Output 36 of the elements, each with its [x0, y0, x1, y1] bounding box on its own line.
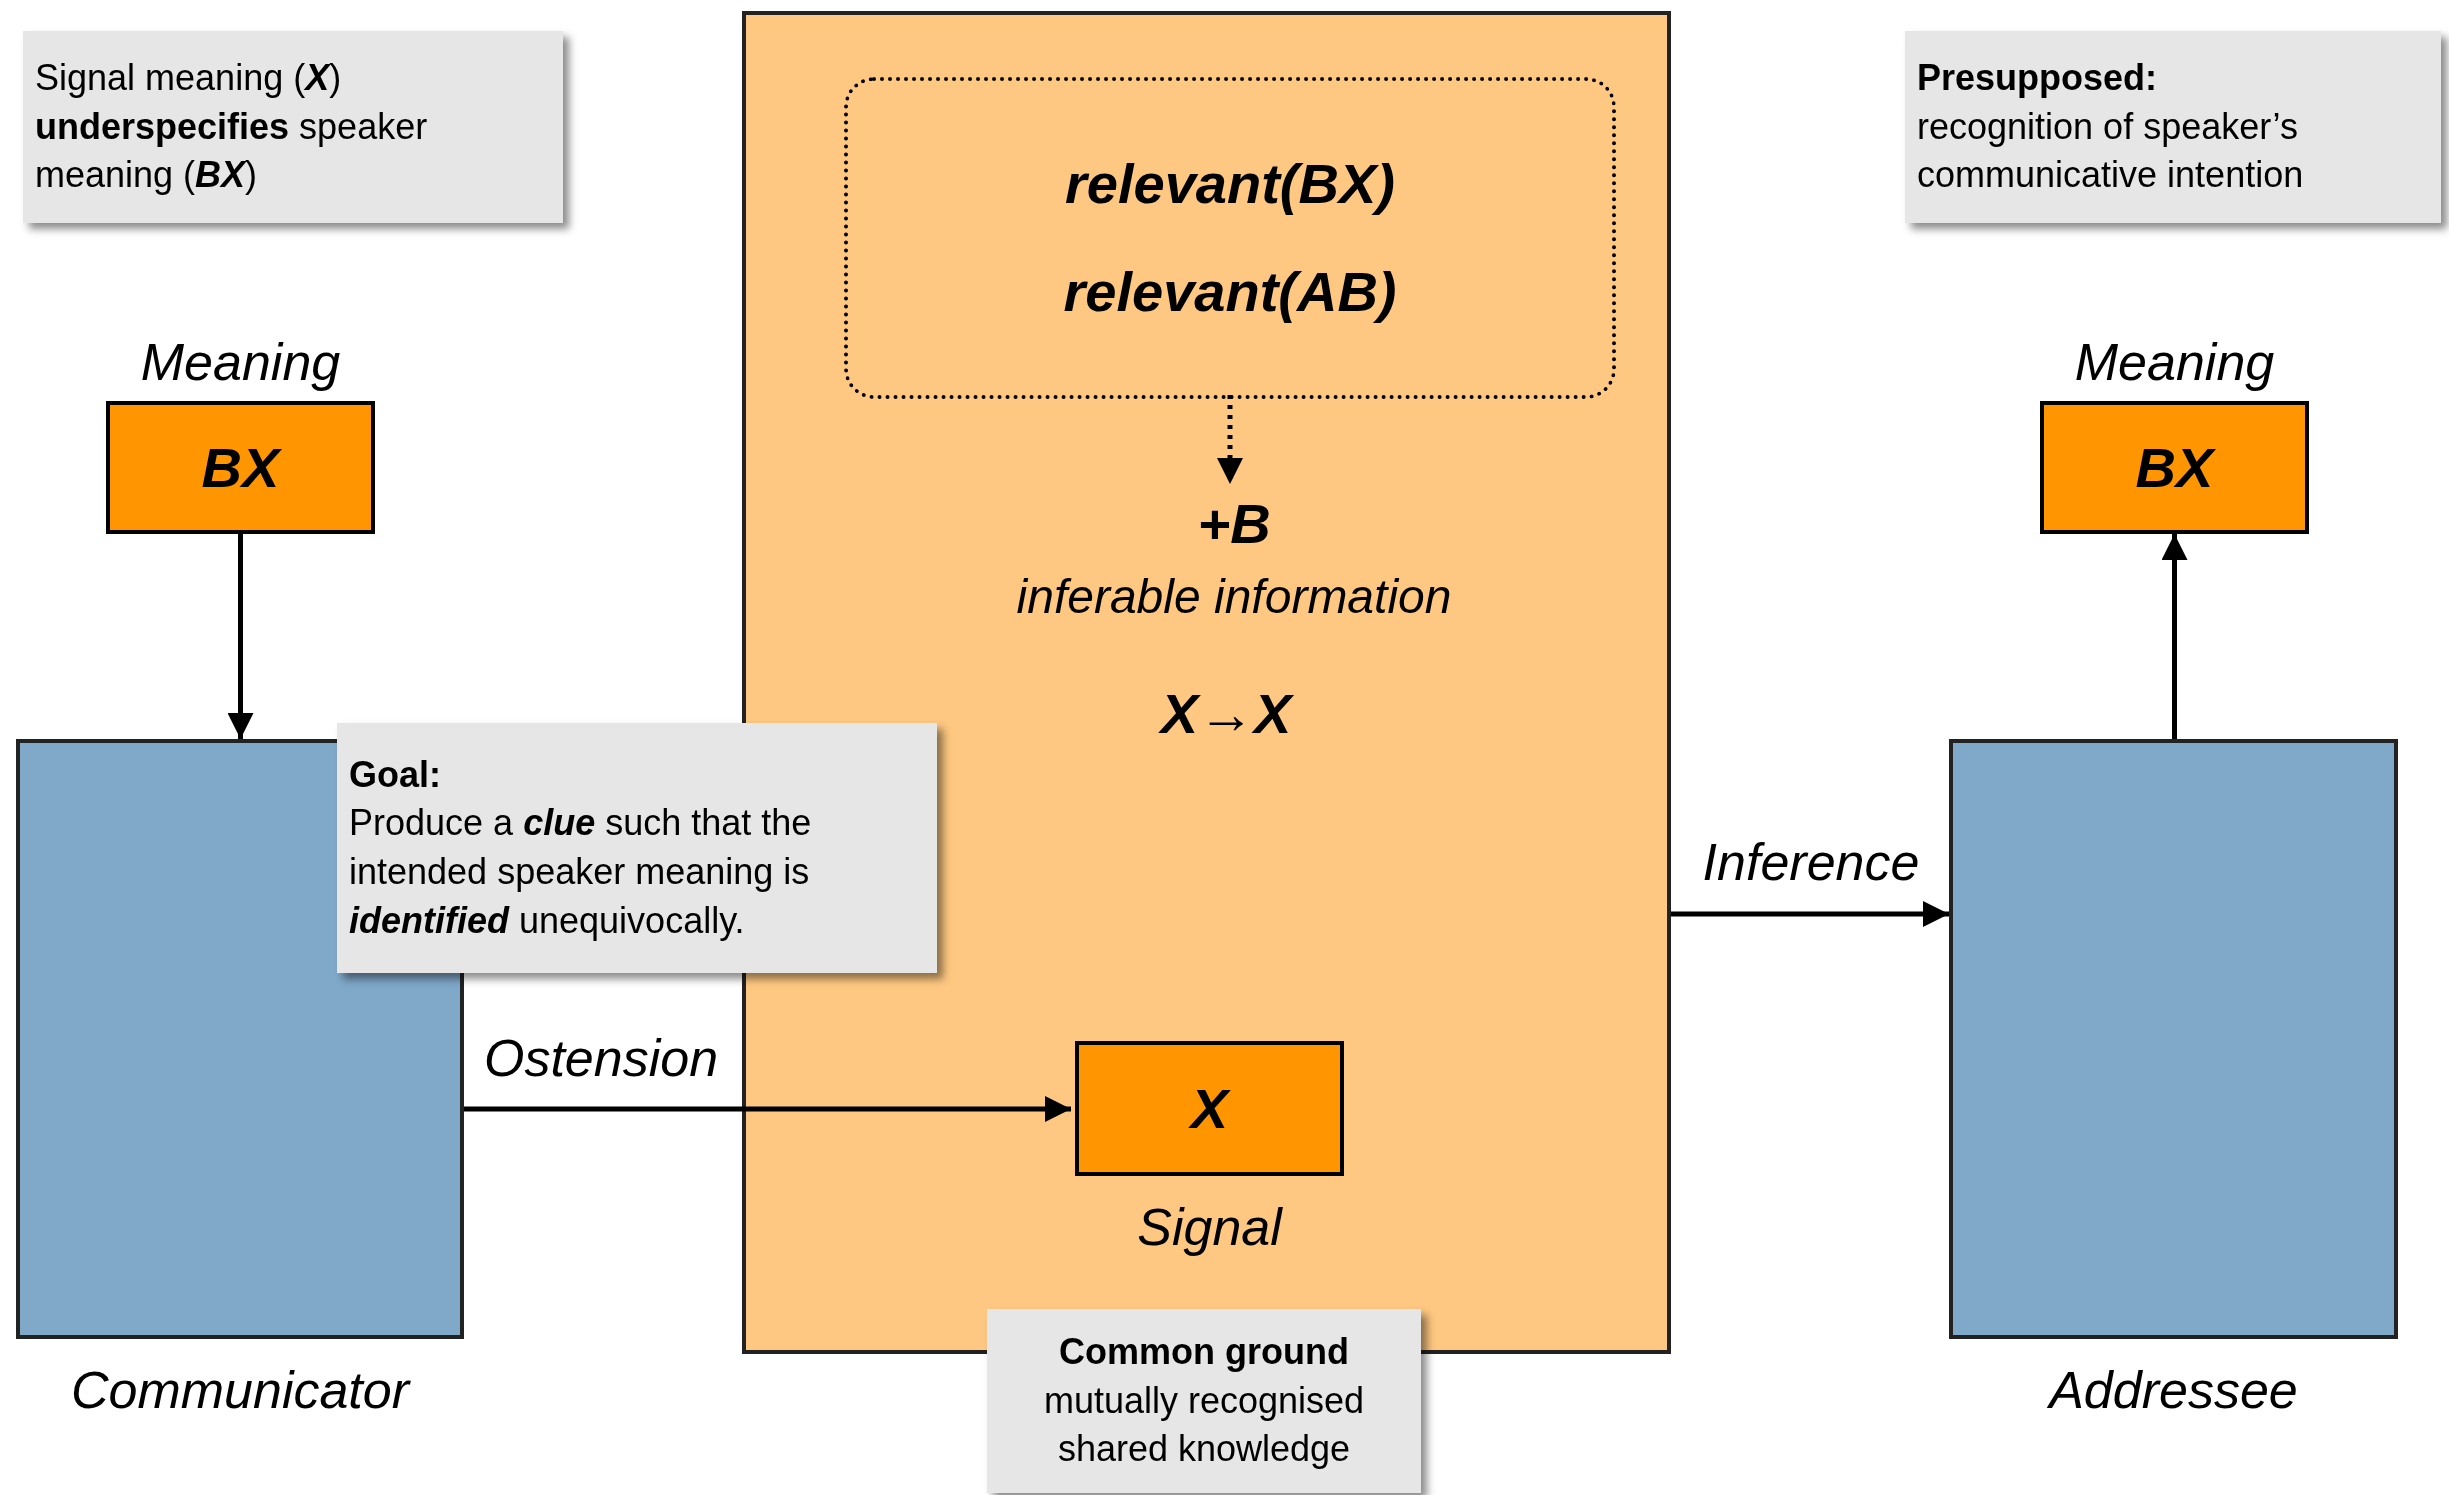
- note-text: Produce a clue such that the intended speaker meaning is identified unequivocally.: [349, 801, 813, 943]
- callout-tooltip: [987, 1309, 1421, 1493]
- note-text: mutually recognised shared knowledge: [1042, 1378, 1366, 1472]
- node-caption: Meaning: [139, 332, 342, 393]
- node-caption: Meaning: [2073, 332, 2276, 393]
- note-text: recognition of speaker’s communicative intention: [1917, 104, 2305, 198]
- agent-box: [1949, 739, 2398, 1339]
- callout-tooltip: [1905, 31, 2441, 223]
- edge-label: Ostension: [483, 1032, 719, 1084]
- arrow: [1671, 901, 1949, 927]
- callout-tooltip: [337, 723, 937, 973]
- box-label: BX: [2135, 434, 2214, 501]
- arrow: [227, 534, 254, 739]
- node-caption: Communicator: [69, 1360, 412, 1421]
- note-heading: Common ground: [1059, 1330, 1349, 1375]
- node-caption: Addressee: [2046, 1360, 2299, 1421]
- meaning-box: [2040, 401, 2309, 534]
- arrow: [1217, 395, 1243, 484]
- arrow: [464, 1096, 1071, 1122]
- note-heading: Presupposed:: [1917, 56, 2159, 101]
- box-label: X: [1190, 1075, 1229, 1142]
- formula-text: X→X: [1160, 686, 1292, 742]
- dotted-box: [844, 77, 1616, 399]
- meaning-box: [106, 401, 375, 534]
- callout-tooltip: [23, 31, 563, 223]
- box-label: BX: [201, 434, 280, 501]
- note-text: Signal meaning (X) underspecifies speaker meaning (BX): [35, 56, 429, 198]
- symbol-text: +B: [1197, 491, 1271, 557]
- edge-label: Inference: [1702, 836, 1920, 888]
- formula-text: relevant(AB): [1063, 259, 1397, 325]
- note-heading: Goal:: [349, 752, 442, 797]
- arrow: [2161, 534, 2188, 739]
- formula-text: relevant(BX): [1065, 151, 1395, 217]
- caption-text: inferable information: [1016, 568, 1452, 625]
- meaning-box: [1075, 1041, 1344, 1176]
- node-caption: Signal: [1136, 1197, 1284, 1258]
